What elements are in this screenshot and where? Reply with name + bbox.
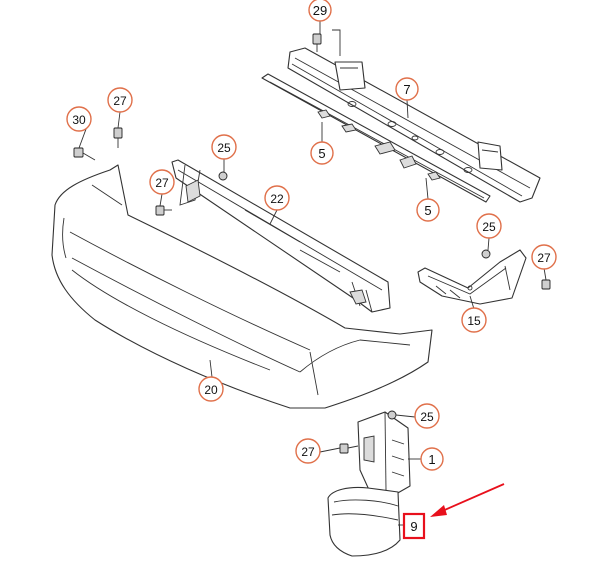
callout-29[interactable]: 29 [308,0,332,22]
clip-27a-icon [113,127,123,148]
callout-15[interactable]: 15 [461,307,487,333]
callout-25a[interactable]: 25 [211,134,237,160]
callout-9-highlighted[interactable]: 9 [402,512,426,540]
screw-27c-icon [541,279,551,290]
callout-label: 27 [113,94,127,108]
callout-30[interactable]: 30 [66,106,92,132]
callout-label: 15 [467,314,481,328]
screw-27b-icon [155,205,172,216]
callout-label: 25 [217,141,231,155]
callout-label: 9 [410,519,417,534]
part-20-bumper-cover[interactable] [51,164,433,409]
callout-5b[interactable]: 5 [416,198,440,222]
nut-25c-icon [387,410,397,420]
nut-25b-icon [481,249,491,259]
part-15-side-bracket[interactable] [417,249,527,305]
part-9-corner-cap[interactable] [327,486,401,557]
part-22-support-rail[interactable] [171,159,391,313]
callout-label: 29 [313,3,327,18]
callout-5a[interactable]: 5 [310,141,334,165]
callout-label: 5 [424,203,431,218]
callout-label: 5 [318,146,325,161]
callout-label: 22 [270,192,284,206]
callout-7[interactable]: 7 [395,77,419,101]
red-arrow-icon [430,483,505,517]
callout-label: 27 [301,445,315,459]
callout-20[interactable]: 20 [198,376,224,402]
callout-25b[interactable]: 25 [476,213,502,239]
part-7-impact-bar[interactable] [287,47,541,203]
callout-label: 20 [204,383,218,397]
callout-label: 7 [403,82,410,97]
part-1-corner-bracket[interactable] [357,411,411,495]
callout-label: 25 [482,220,496,234]
callout-27d[interactable]: 27 [295,438,321,464]
callout-label: 27 [155,176,169,190]
callout-25c[interactable]: 25 [414,403,440,429]
leader-lines [78,21,547,526]
callout-1[interactable]: 1 [420,447,444,471]
part-5-foam-strip[interactable] [261,73,491,203]
callout-27a[interactable]: 27 [107,87,133,113]
callout-27c[interactable]: 27 [531,244,557,270]
callout-label: 25 [420,410,434,424]
nut-25a-icon [218,171,228,181]
callout-27b[interactable]: 27 [149,169,175,195]
screw-27d-icon [339,443,359,454]
callout-label: 27 [537,251,551,265]
bolt-29-icon [312,33,322,52]
callout-label: 30 [72,113,86,127]
screw-30-icon [73,147,96,161]
callout-label: 1 [428,452,435,467]
callout-22[interactable]: 22 [264,185,290,211]
